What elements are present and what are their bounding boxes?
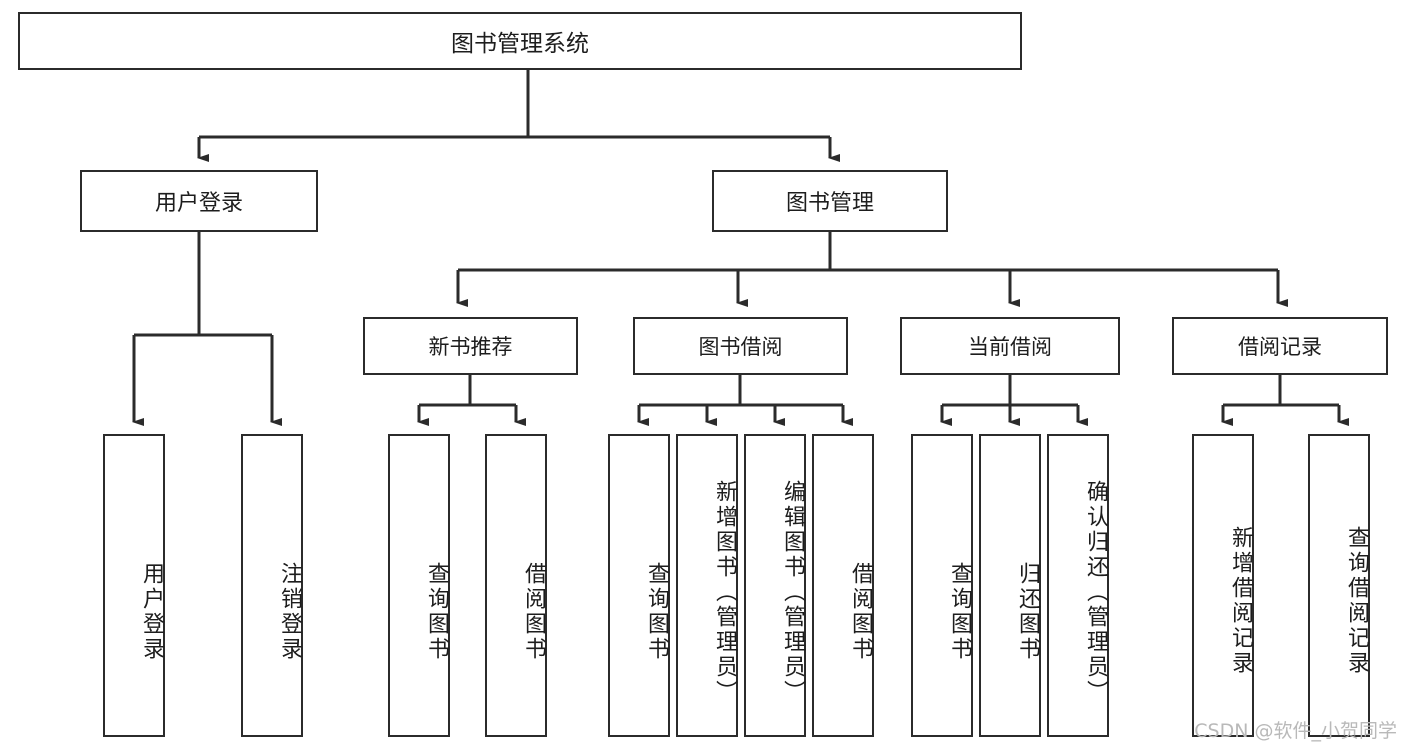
node-book-management-label: 图书管理 <box>785 191 874 216</box>
leaf-label: 确认归还（管理员） <box>1083 480 1108 705</box>
node-borrow-record-label: 借阅记录 <box>1238 335 1322 359</box>
leaf-label: 借阅图书 <box>521 561 546 662</box>
node-book-borrow-label: 图书借阅 <box>698 335 783 359</box>
node-borrow-record[interactable]: 借阅记录 <box>1172 317 1388 375</box>
leaf-label: 查询借阅记录 <box>1344 525 1369 676</box>
node-new-book-recommend-label: 新书推荐 <box>428 335 513 359</box>
node-book-borrow[interactable]: 图书借阅 <box>633 317 848 375</box>
leaf-label: 用户登录 <box>139 561 164 662</box>
leaf-recommend-borrow-book[interactable]: 借阅图书 <box>485 434 547 737</box>
leaf-borrow-edit-book-admin[interactable]: 编辑图书（管理员） <box>744 434 806 737</box>
leaf-label: 新增借阅记录 <box>1228 525 1253 676</box>
leaf-record-add-record[interactable]: 新增借阅记录 <box>1192 434 1254 737</box>
leaf-current-return-book[interactable]: 归还图书 <box>979 434 1041 737</box>
leaf-label: 编辑图书（管理员） <box>780 480 805 705</box>
csdn-watermark: CSDN @软件_小贺同学 <box>1194 720 1397 742</box>
leaf-record-query-record[interactable]: 查询借阅记录 <box>1308 434 1370 737</box>
leaf-borrow-borrow-book[interactable]: 借阅图书 <box>812 434 874 737</box>
leaf-label: 借阅图书 <box>848 561 873 662</box>
leaf-user-login-signin[interactable]: 用户登录 <box>103 434 165 737</box>
node-new-book-recommend[interactable]: 新书推荐 <box>363 317 578 375</box>
leaf-current-query-book[interactable]: 查询图书 <box>911 434 973 737</box>
leaf-label: 查询图书 <box>644 561 669 662</box>
node-root-label: 图书管理系统 <box>451 31 589 57</box>
node-user-login[interactable]: 用户登录 <box>80 170 318 232</box>
node-book-management[interactable]: 图书管理 <box>712 170 948 232</box>
node-root[interactable]: 图书管理系统 <box>18 12 1022 70</box>
node-current-borrow[interactable]: 当前借阅 <box>900 317 1120 375</box>
leaf-user-login-signout[interactable]: 注销登录 <box>241 434 303 737</box>
leaf-label: 注销登录 <box>277 561 302 662</box>
leaf-borrow-add-book-admin[interactable]: 新增图书（管理员） <box>676 434 738 737</box>
leaf-borrow-query-book[interactable]: 查询图书 <box>608 434 670 737</box>
leaf-label: 查询图书 <box>947 561 972 662</box>
leaf-recommend-query-book[interactable]: 查询图书 <box>388 434 450 737</box>
leaf-label: 新增图书（管理员） <box>712 480 737 705</box>
leaf-current-confirm-return-admin[interactable]: 确认归还（管理员） <box>1047 434 1109 737</box>
leaf-label: 归还图书 <box>1015 561 1040 662</box>
node-user-login-label: 用户登录 <box>154 191 243 216</box>
leaf-label: 查询图书 <box>424 561 449 662</box>
node-current-borrow-label: 当前借阅 <box>968 335 1052 359</box>
